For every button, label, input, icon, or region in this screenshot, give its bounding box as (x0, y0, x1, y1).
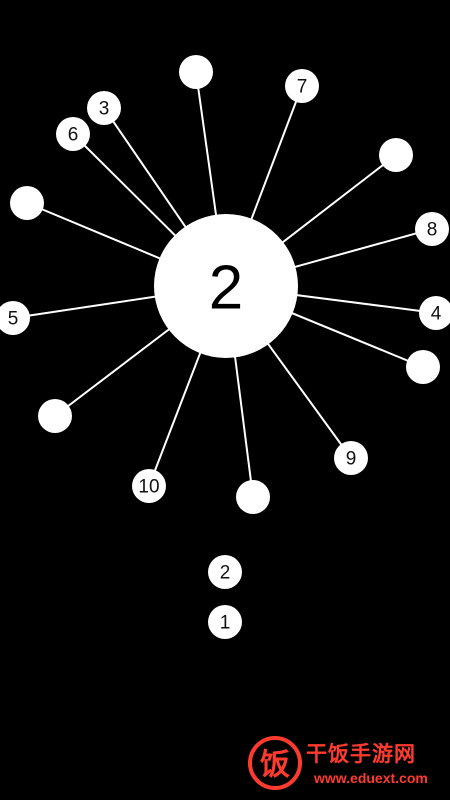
pins-layer: 7 8 4 9 10 5 63 (0, 55, 450, 514)
pin-number: 10 (138, 477, 159, 498)
pin-head (419, 296, 450, 330)
site-url: www.eduext.com (314, 770, 428, 786)
pin: 10 (132, 285, 227, 503)
site-logo-icon: 饭 (248, 736, 302, 790)
pin-head (87, 91, 121, 125)
pin-head (334, 441, 368, 475)
queued-pin-number: 2 (220, 563, 231, 584)
queued-pin: 2 (208, 555, 242, 589)
pin-head (179, 55, 213, 89)
pin-number: 8 (427, 220, 438, 241)
pin-head (10, 186, 44, 220)
pin-head (132, 469, 166, 503)
hub-circle (154, 214, 298, 358)
pin-number: 5 (8, 309, 19, 330)
queued-pin: 1 (208, 605, 242, 639)
pin-head (285, 69, 319, 103)
pin-number: 4 (431, 304, 442, 325)
queued-pin-head (208, 605, 242, 639)
watermark: 饭 干饭手游网 www.eduext.com (248, 734, 438, 792)
pin-head (0, 301, 30, 335)
pin-head (236, 480, 270, 514)
queued-pin-head (208, 555, 242, 589)
pin-number: 9 (346, 449, 357, 470)
logo-glyph: 饭 (260, 748, 290, 783)
pin-head (415, 212, 449, 246)
pin-head (406, 350, 440, 384)
pin-head (379, 138, 413, 172)
pin-number: 6 (68, 125, 79, 146)
pin-number: 7 (297, 77, 308, 98)
pin-head (56, 117, 90, 151)
pin-queue: 21 (208, 555, 242, 639)
queued-pin-number: 1 (220, 613, 231, 634)
pin-head (38, 399, 72, 433)
level-number: 2 (209, 254, 243, 323)
site-name: 干饭手游网 (306, 742, 416, 766)
rotating-hub[interactable]: 2 (154, 214, 298, 358)
pin-number: 3 (99, 99, 110, 120)
